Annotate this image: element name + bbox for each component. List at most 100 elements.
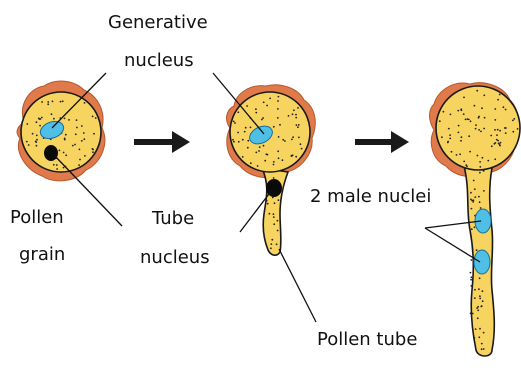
label-tube-nucleus-line1: Tube [151,208,194,229]
cytoplasm-dot [284,140,286,142]
cytoplasm-dot [273,213,275,215]
cytoplasm-dot [273,164,275,166]
cytoplasm-dot [479,201,481,203]
cytoplasm-dot [479,172,481,174]
cytoplasm-dot [261,119,263,121]
cytoplasm-dot [460,140,462,142]
cytoplasm-dot [278,136,280,138]
cytoplasm-dot [499,94,501,96]
cytoplasm-dot [512,120,514,122]
cytoplasm-dot [291,155,293,157]
cytoplasm-dot [459,153,461,155]
cytoplasm-dot [483,94,485,96]
cytoplasm-dot [64,138,66,140]
stage-3-pollen-tube [430,83,521,356]
arrow-right-icon [134,131,190,153]
cytoplasm-dot [277,108,279,110]
label-male-nuclei: 2 male nuclei [310,186,431,207]
cytoplasm-dot [36,135,38,137]
cytoplasm-dot [63,152,65,154]
cytoplasm-dot [496,134,498,136]
cytoplasm-dot [273,223,275,225]
cytoplasm-dot [487,160,489,162]
cytoplasm-dot [65,154,67,156]
cytoplasm-dot [258,150,260,152]
cytoplasm-dot [483,190,485,192]
cytoplasm-dot [28,144,30,146]
cytoplasm-dot [53,164,55,166]
cytoplasm-dot [517,128,519,130]
cytoplasm-dot [250,127,252,129]
cytoplasm-dot [470,192,472,194]
cytoplasm-dot [458,125,460,127]
cytoplasm-dot [465,119,467,121]
cytoplasm-dot [490,135,492,137]
cytoplasm-dot [475,128,477,130]
cytoplasm-dot [481,348,483,350]
cytoplasm-dot [483,128,485,130]
cytoplasm-dot [457,110,459,112]
cytoplasm-dot [282,139,284,141]
cytoplasm-dot [474,289,476,291]
cytoplasm-dot [460,108,462,110]
cytoplasm-dot [277,220,279,222]
cytoplasm-dot [233,121,235,123]
cytoplasm-dot [297,107,299,109]
cytoplasm-dot [242,139,244,141]
cytoplasm-dot [473,180,475,182]
cytoplasm-dot [479,295,481,297]
cytoplasm-dot [39,125,41,127]
cytoplasm-dot [32,133,34,135]
cytoplasm-dot [277,150,279,152]
cytoplasm-dot [38,118,40,120]
cytoplasm-dot [267,203,269,205]
cytoplasm-dot [269,98,271,100]
cytoplasm-dot [479,161,481,163]
cytoplasm-dot [84,155,86,157]
cytoplasm-dot [259,146,261,148]
cytoplasm-dot [237,111,239,113]
cytoplasm-dot [36,121,38,123]
cytoplasm-dot [479,277,481,279]
cytoplasm-dot [476,90,478,92]
cytoplasm-dot [478,129,480,131]
cytoplasm-dot [60,101,62,103]
cytoplasm-dot [255,112,257,114]
cytoplasm-dot [255,152,257,154]
cytoplasm-dot [463,97,465,99]
cytoplasm-dot [81,125,83,127]
cytoplasm-dot [474,196,476,198]
cytoplasm-dot [463,113,465,115]
cytoplasm-dot [62,100,64,102]
cytoplasm-dot [477,309,479,311]
cytoplasm-dot [474,297,476,299]
cytoplasm-dot [84,102,86,104]
cytoplasm-dot [242,156,244,158]
cytoplasm-dot [480,131,482,133]
cytoplasm-dot [288,115,290,117]
cytoplasm-dot [266,105,268,107]
cytoplasm-dot [277,100,279,102]
cytoplasm-dot [513,118,515,120]
cytoplasm-dot [293,109,295,111]
cytoplasm-dot [476,249,478,251]
cytoplasm-dot [482,300,484,302]
cytoplasm-dot [59,150,61,152]
cytoplasm-dot [500,142,502,144]
cytoplasm-dot [282,159,284,161]
cytoplasm-dot [298,124,300,126]
cytoplasm-dot [443,111,445,113]
cytoplasm-dot [505,132,507,134]
label-generative-line2: nucleus [124,50,194,71]
leader-pollen-tube [279,249,316,322]
cytoplasm-dot [495,142,497,144]
cytoplasm-dot [271,239,273,241]
cytoplasm-dot [301,148,303,150]
cytoplasm-dot [56,164,58,166]
cytoplasm-dot [47,103,49,105]
cytoplasm-dot [79,159,81,161]
cytoplasm-dot [244,131,246,133]
cytoplasm-dot [474,188,476,190]
cytoplasm-dot [65,134,67,136]
cytoplasm-dot [47,101,49,103]
